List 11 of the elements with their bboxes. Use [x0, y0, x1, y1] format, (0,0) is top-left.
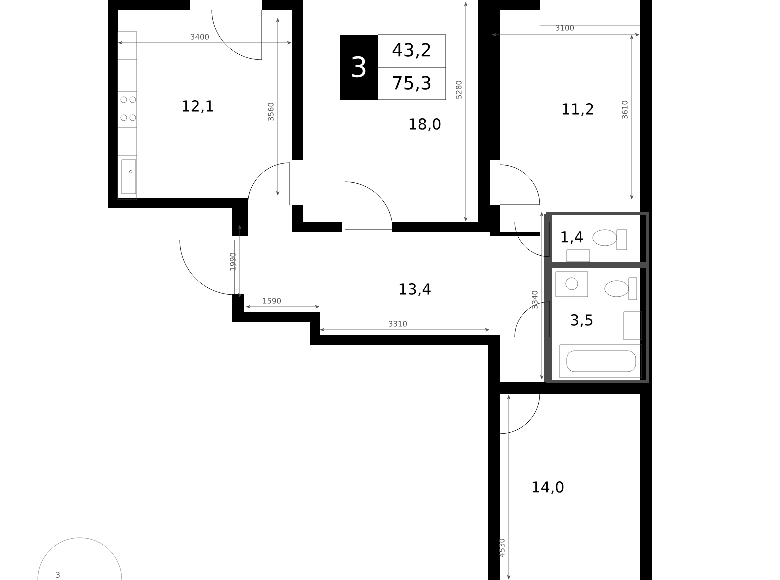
room-count: 3 [352, 56, 366, 78]
room-area-label: 1,4 [562, 232, 584, 244]
room-area-label: 12,1 [182, 100, 214, 114]
room-area-label: 11,2 [562, 104, 594, 116]
room-area-label: 13,4 [400, 284, 431, 296]
room-area-label: 3,5 [571, 314, 593, 328]
room-area-label: 14,0 [532, 482, 564, 494]
area-value: 43,2 [392, 43, 430, 59]
room-area-label: 18,0 [410, 118, 441, 132]
compass-label: 3 [56, 572, 60, 578]
area-value: 75,3 [393, 76, 431, 92]
